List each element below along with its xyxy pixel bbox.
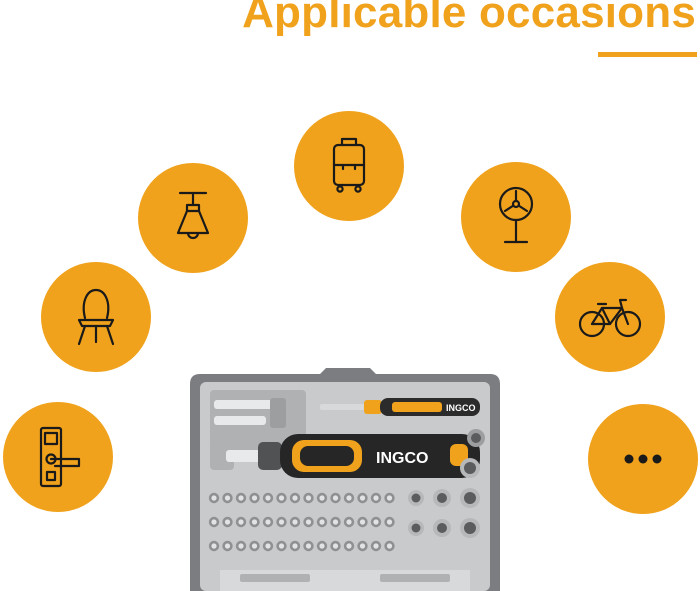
bit-tip — [386, 495, 393, 501]
bit-tip — [238, 519, 244, 525]
bit-tip — [251, 495, 258, 501]
small-driver-brand: INGCO — [446, 403, 476, 413]
large-driver-brand: INGCO — [376, 450, 428, 467]
more-icon — [624, 454, 662, 464]
bit-tip — [278, 495, 285, 501]
bit-tip — [238, 495, 244, 501]
bit-grid — [208, 492, 395, 552]
fan-icon — [498, 186, 534, 244]
bit-tip — [305, 543, 312, 549]
socket-rack — [408, 429, 485, 538]
bit-tip — [251, 519, 258, 525]
bit-tip — [265, 495, 271, 501]
luggage-icon — [332, 137, 366, 193]
bit-tip — [292, 495, 298, 501]
chair-icon — [77, 288, 115, 346]
bit-tip — [224, 519, 231, 525]
page-title: Applicable occasions — [242, 0, 696, 37]
bicycle-icon — [578, 298, 642, 338]
screwdriver-set-case: INGCO INGCO — [180, 360, 510, 591]
bit-tip — [278, 543, 285, 549]
title-underline — [598, 52, 697, 57]
bit-tip — [224, 495, 231, 501]
occasion-fan — [461, 162, 571, 272]
ceiling-lamp-icon — [176, 191, 210, 240]
bit-tip — [332, 543, 339, 549]
occasion-luggage — [294, 111, 404, 221]
bit-tip — [211, 543, 217, 549]
precision-screwdriver: INGCO — [320, 398, 480, 416]
bit-tip — [278, 519, 285, 525]
occasion-lamp — [138, 163, 248, 273]
bit-tip — [319, 543, 325, 549]
bit-tip — [211, 495, 217, 501]
bit-tip — [346, 543, 352, 549]
occasion-chair — [41, 262, 151, 372]
bit-tip — [238, 543, 244, 549]
bit-tip — [305, 519, 312, 525]
bit-tip — [265, 519, 271, 525]
door-lock-icon — [39, 426, 81, 488]
bit-tip — [224, 543, 231, 549]
ratchet-screwdriver: INGCO — [210, 434, 480, 478]
bit-tip — [265, 543, 271, 549]
bit-tip — [386, 519, 393, 525]
bit-tip — [319, 495, 325, 501]
bit-tip — [386, 543, 393, 549]
bit-tip — [346, 495, 352, 501]
bit-tip — [373, 543, 379, 549]
bit-tip — [346, 519, 352, 525]
occasion-more — [588, 404, 698, 514]
bit-tip — [305, 495, 312, 501]
bit-tip — [211, 519, 217, 525]
bit-tip — [373, 495, 379, 501]
bit-tip — [373, 519, 379, 525]
occasion-door-lock — [3, 402, 113, 512]
bit-tip — [251, 543, 258, 549]
bit-tip — [332, 495, 339, 501]
bit-tip — [359, 519, 366, 525]
bit-tip — [292, 519, 298, 525]
bit-tip — [359, 495, 366, 501]
occasion-bicycle — [555, 262, 665, 372]
bit-tip — [332, 519, 339, 525]
bit-tip — [319, 519, 325, 525]
bit-tip — [359, 543, 366, 549]
bit-tip — [292, 543, 298, 549]
